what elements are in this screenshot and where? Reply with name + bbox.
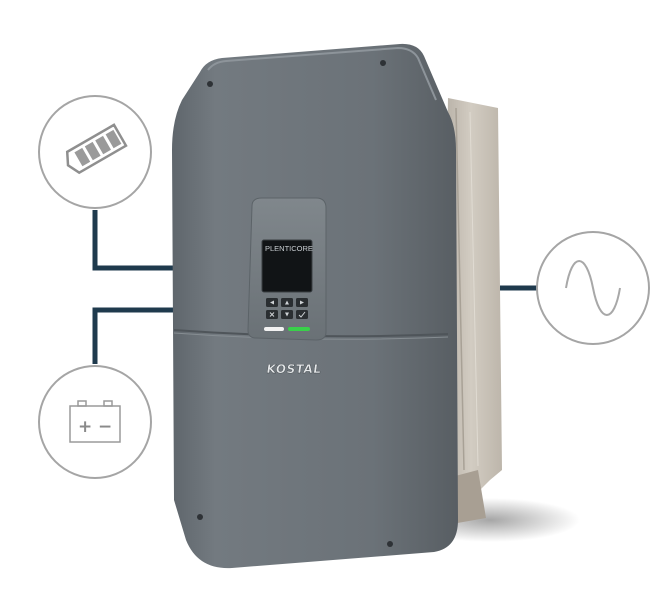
battery-circle: [38, 365, 152, 479]
sine-wave-icon: [565, 260, 621, 316]
screw-top-left: [207, 81, 213, 87]
battery-connector: [92, 307, 175, 364]
keypad[interactable]: [266, 298, 308, 319]
status-led-green: [288, 327, 310, 331]
arrow-down-icon: [285, 312, 289, 317]
control-panel: PLENTICORE: [247, 197, 327, 341]
battery-plus-sign: +: [78, 417, 92, 437]
screw-bottom-right: [387, 541, 393, 547]
arrow-right-icon: [300, 300, 304, 305]
brand-name: KOSTAL: [266, 362, 323, 376]
battery-node: + −: [38, 365, 152, 479]
key-ok[interactable]: [296, 310, 308, 319]
ac-grid-node: [536, 231, 650, 345]
solar-panel-icon: [65, 123, 128, 175]
status-led-white: [264, 327, 284, 331]
arrow-up-icon: [285, 300, 289, 305]
connector-lines: [92, 210, 538, 364]
display-screen: [261, 239, 313, 293]
solar-connector: [92, 210, 175, 271]
battery-icon: + −: [69, 400, 121, 443]
screw-top-right: [380, 60, 386, 66]
battery-minus-sign: −: [98, 417, 112, 437]
screw-bottom-left: [197, 514, 203, 520]
display-label: PLENTICORE: [265, 244, 313, 253]
solar-panel-node: [38, 95, 152, 209]
cross-icon: [269, 312, 275, 317]
arrow-left-icon: [270, 300, 274, 305]
check-icon: [298, 311, 306, 318]
brand-logo: KOSTAL: [265, 362, 323, 376]
